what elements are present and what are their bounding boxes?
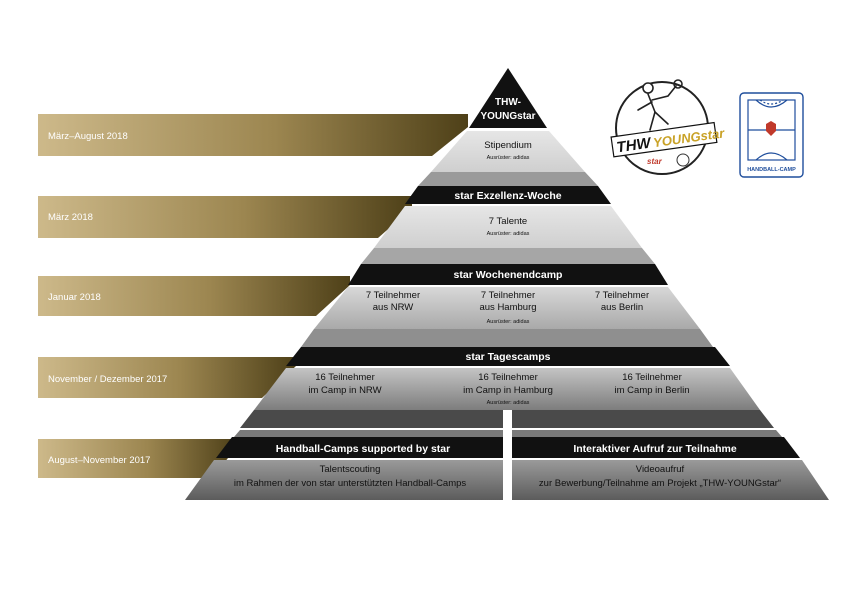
level3-item-berlin-line1: 7 Teilnehmer (595, 290, 649, 301)
handball-player-icon (637, 79, 683, 131)
pyramid-level-2: star Exzellenz-Woche 7 Talente Ausrüster… (374, 172, 642, 248)
level3-note: Ausrüster: adidas (487, 319, 530, 325)
level5-left-line2: im Rahmen der von star unterstützten Han… (234, 478, 467, 489)
timeline-label: März–August 2018 (48, 131, 128, 142)
level4-item-nrw-line1: 16 Teilnehmer (315, 372, 375, 383)
pyramid: THW- YOUNGstar Stipendium Ausrüster: adi… (185, 68, 829, 500)
top-title-line1: THW- (495, 97, 521, 108)
level2-note: Ausrüster: adidas (487, 231, 530, 237)
timeline-band-1: März–August 2018 (38, 114, 468, 156)
thw-youngstar-logo: THW YOUNGstar star (610, 79, 726, 175)
level5-left-line1: Talentscouting (320, 464, 381, 475)
level3-item-berlin-line2: aus Berlin (601, 302, 643, 313)
thw-wordmark-left: THW (615, 134, 653, 156)
level3-item-hamburg-line1: 7 Teilnehmer (481, 290, 535, 301)
level3-item-nrw-line1: 7 Teilnehmer (366, 290, 420, 301)
timeline-band-4: November / Dezember 2017 (38, 357, 296, 398)
top-note: Ausrüster: adidas (487, 155, 530, 161)
pyramid-top: THW- YOUNGstar Stipendium Ausrüster: adi… (431, 68, 585, 172)
club-crest-icon (676, 153, 690, 167)
pyramid-level-4: star Tagescamps 16 Teilnehmer im Camp in… (254, 329, 760, 410)
timeline-band-2: März 2018 (38, 196, 412, 238)
timeline-label: Januar 2018 (48, 292, 101, 303)
level4-note: Ausrüster: adidas (487, 400, 530, 406)
level4-item-hamburg-line1: 16 Teilnehmer (478, 372, 538, 383)
timeline-label: März 2018 (48, 212, 93, 223)
level5-left-header: Handball-Camps supported by star (276, 443, 450, 455)
court-icon (747, 99, 796, 161)
star-shield-icon (766, 121, 776, 136)
level5-right-line2: zur Bewerbung/Teilnahme am Projekt „THW-… (539, 478, 781, 489)
top-subtitle: Stipendium (484, 140, 532, 151)
level4-item-berlin-line2: im Camp in Berlin (615, 385, 690, 396)
level4-item-berlin-line1: 16 Teilnehmer (622, 372, 682, 383)
timeline: März–August 2018 März 2018 Januar 2018 N… (38, 114, 468, 478)
level4-item-nrw-line2: im Camp in NRW (308, 385, 381, 396)
timeline-band-5: August–November 2017 (38, 439, 236, 478)
level4-item-hamburg-line2: im Camp in Hamburg (463, 385, 553, 396)
thw-sub-star: star (647, 157, 663, 166)
level5-right-line1: Videoaufruf (636, 464, 685, 475)
level3-item-nrw-line2: aus NRW (373, 302, 414, 313)
handball-camp-logo: HANDBALL-CAMP (739, 92, 804, 178)
level5-right-header: Interaktiver Aufruf zur Teilnahme (573, 443, 737, 455)
timeline-band-3: Januar 2018 (38, 276, 350, 316)
top-title-line2: YOUNGstar (480, 111, 535, 122)
timeline-label: August–November 2017 (48, 455, 150, 466)
timeline-label: November / Dezember 2017 (48, 374, 167, 385)
level3-item-hamburg-line2: aus Hamburg (479, 302, 536, 313)
pyramid-level-3: star Wochenendcamp 7 Teilnehmer aus NRW … (314, 248, 700, 329)
level2-text: 7 Talente (489, 216, 527, 227)
level4-header: star Tagescamps (465, 351, 550, 363)
level3-header: star Wochenendcamp (454, 269, 563, 281)
level2-header: star Exzellenz-Woche (454, 190, 561, 202)
pyramid-level-5: Handball-Camps supported by star Interak… (185, 410, 829, 500)
camp-label: HANDBALL-CAMP (747, 167, 796, 173)
